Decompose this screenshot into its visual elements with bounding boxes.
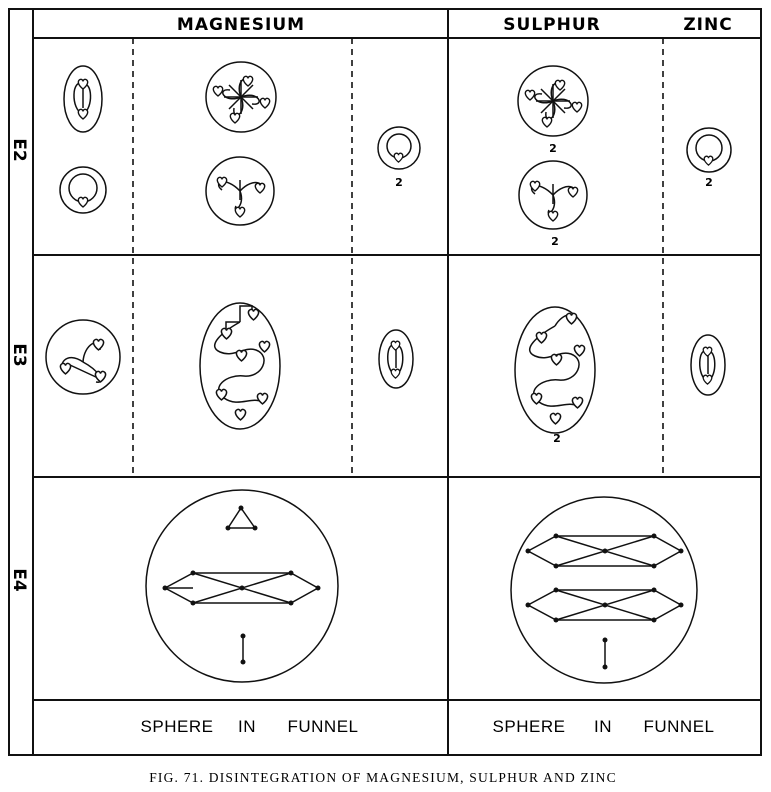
mg-e2-oval-pair	[63, 65, 103, 133]
mg-e2-star-four	[205, 61, 277, 133]
s-e2-tri-count: 2	[551, 235, 559, 248]
zn-e2-ring-count: 2	[705, 176, 713, 189]
row-label-e2: E2	[9, 138, 29, 161]
mg-e2-circle-single	[59, 166, 107, 214]
header-magnesium: MAGNESIUM	[177, 15, 305, 35]
s-e3-oval-count: 2	[553, 432, 561, 445]
row-label-e3: E3	[9, 343, 29, 366]
s-e2-tri-three	[518, 160, 588, 230]
row-label-e4: E4	[9, 568, 29, 592]
zn-e2-ring-single	[686, 127, 732, 173]
s-e2-star-count: 2	[549, 142, 557, 155]
mg-e3-oval-pair	[378, 329, 414, 389]
footer-right-sphere: SPHERE	[493, 717, 566, 736]
mg-e3-oval-chain	[199, 302, 281, 430]
mg-e2-tri-three	[205, 156, 275, 226]
footer-left-sphere: SPHERE	[141, 717, 214, 736]
table-grid	[8, 8, 762, 756]
footer-right-in: IN	[594, 717, 612, 736]
figure-caption: FIG. 71. DISINTEGRATION OF MAGNESIUM, SU…	[149, 770, 617, 785]
header-sulphur: SULPHUR	[503, 15, 600, 35]
zn-e3-oval-pair	[690, 334, 726, 396]
s-e4-nodes	[525, 533, 684, 670]
s-e3-oval-chain	[514, 306, 596, 434]
mg-e2-ring-count: 2	[395, 176, 403, 189]
footer-left-in: IN	[238, 717, 256, 736]
footer-right-funnel: FUNNEL	[643, 717, 714, 736]
s-e4-sphere	[510, 496, 698, 684]
s-e2-star-four	[517, 65, 589, 137]
footer-left-funnel: FUNNEL	[287, 717, 358, 736]
mg-e3-tri-three	[45, 319, 121, 395]
header-zinc: ZINC	[683, 15, 732, 35]
mg-e4-nodes	[162, 505, 321, 665]
mg-e2-ring-single	[377, 126, 421, 170]
